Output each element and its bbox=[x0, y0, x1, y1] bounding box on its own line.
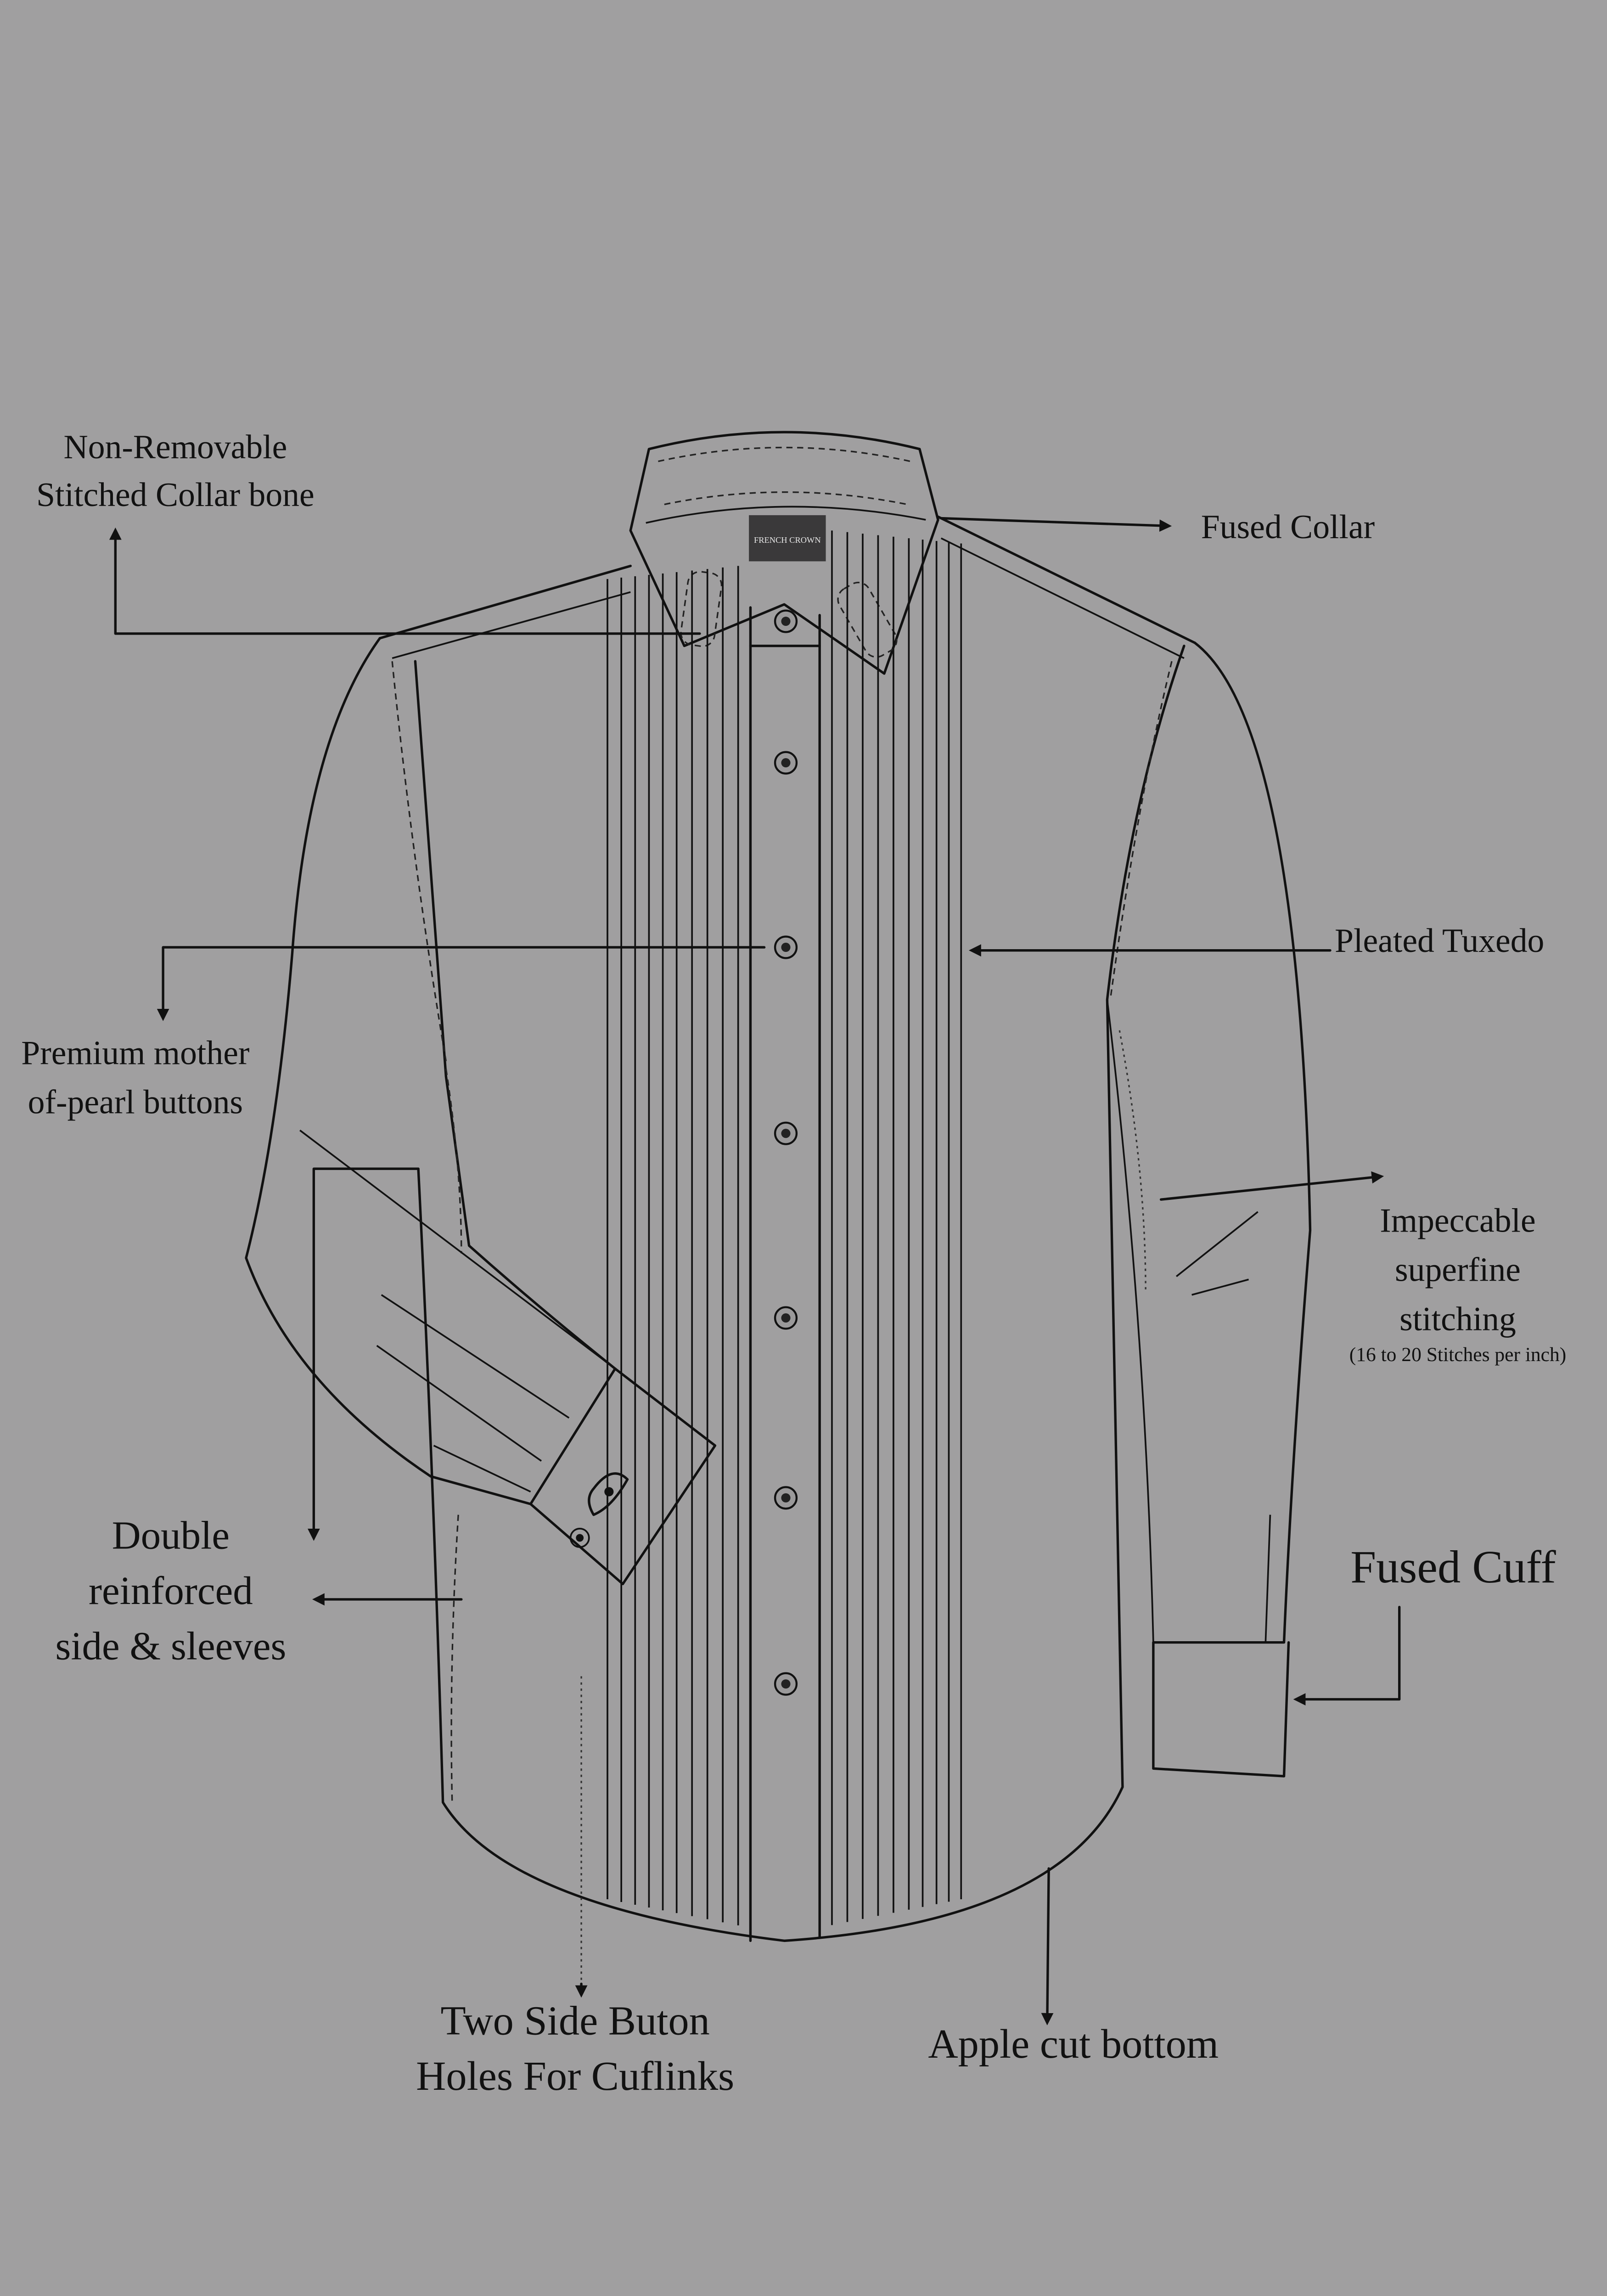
left-sleeve bbox=[245, 637, 717, 1586]
brand-label bbox=[749, 515, 826, 562]
front-buttons bbox=[774, 609, 798, 1696]
cuff-button-icon bbox=[569, 1528, 590, 1548]
label-fused-collar: Fused Collar bbox=[1201, 508, 1375, 546]
collar bbox=[629, 431, 939, 675]
label-reinforced-3: side & sleeves bbox=[55, 1624, 286, 1668]
label-fused-cuff: Fused Cuff bbox=[1350, 1541, 1556, 1593]
label-apple-cut: Apple cut bottom bbox=[928, 2020, 1219, 2067]
label-stitching-3: stitching bbox=[1399, 1300, 1516, 1338]
shirt-drawing: FRENCH CROWN bbox=[245, 431, 1312, 1942]
logo-text: FRENCH CROWN bbox=[754, 535, 821, 545]
label-cuff-holes-1: Two Side Buton bbox=[440, 1998, 709, 2044]
tuxedo-pleats bbox=[607, 530, 962, 1925]
button-icon bbox=[774, 1672, 798, 1696]
button-icon bbox=[774, 1486, 798, 1510]
label-collar-bone-2: Stitched Collar bone bbox=[36, 476, 315, 513]
button-icon bbox=[774, 935, 798, 959]
button-icon bbox=[774, 1306, 798, 1330]
label-pleated-tuxedo: Pleated Tuxedo bbox=[1335, 922, 1544, 959]
shirt-body bbox=[417, 644, 1186, 1942]
label-collar-bone-1: Non-Removable bbox=[64, 428, 287, 466]
label-reinforced-1: Double bbox=[112, 1513, 230, 1557]
button-icon bbox=[774, 609, 798, 633]
label-reinforced-2: reinforced bbox=[89, 1568, 253, 1613]
label-buttons-1: Premium mother bbox=[21, 1034, 249, 1071]
cufflink-icon bbox=[588, 1472, 629, 1516]
button-icon bbox=[774, 1121, 798, 1145]
label-stitching-2: superfine bbox=[1395, 1251, 1521, 1289]
label-cuff-holes-2: Holes For Cuflinks bbox=[416, 2053, 734, 2099]
annotations bbox=[109, 517, 1401, 2026]
right-sleeve bbox=[1152, 642, 1312, 1778]
label-stitching-note: (16 to 20 Stitches per inch) bbox=[1349, 1344, 1567, 1366]
label-buttons-2: of-pearl buttons bbox=[28, 1083, 243, 1121]
label-stitching-1: Impeccable bbox=[1380, 1202, 1535, 1239]
button-icon bbox=[774, 751, 798, 775]
labels: Non-Removable Stitched Collar bone Fused… bbox=[21, 428, 1566, 2099]
